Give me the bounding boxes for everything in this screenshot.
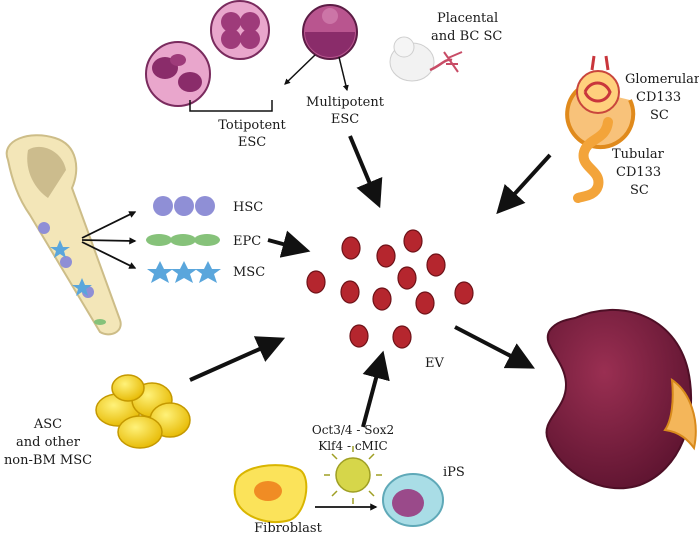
- hsc-cells: [153, 196, 215, 216]
- reprogramming-factors-label: Oct3/4 - Sox2: [312, 423, 394, 437]
- adipose-stem-cells-illustration: [95, 374, 191, 449]
- reprogramming-factors-label-line2: Klf4 - cMIC: [318, 439, 388, 453]
- msc-cells: [147, 261, 221, 283]
- fibroblast-illustration: [233, 464, 308, 523]
- embryo-morula-illustration: [210, 0, 270, 60]
- blastocyst-illustration: [302, 4, 358, 60]
- glomerulus-tubule-illustration: [565, 55, 636, 203]
- reprogramming-virus-illustration: [324, 446, 382, 504]
- bone-marrow-illustration: [5, 134, 122, 336]
- glomerular-label: Glomerular: [625, 72, 699, 87]
- placental-label-line2: and BC SC: [431, 29, 502, 44]
- arrow-tubular-to-ev: [496, 153, 552, 215]
- arrow-multipotent-to-ev: [348, 135, 383, 209]
- placental-label: Placental: [437, 11, 498, 26]
- arrow-bone-to-epc: [81, 237, 137, 245]
- hsc-label: HSC: [233, 200, 263, 215]
- arrow-blastocyst-to-multipotent: [338, 56, 349, 92]
- fibroblast-label: Fibroblast: [254, 521, 322, 536]
- multipotent-label: Multipotent: [306, 95, 385, 110]
- fetus-placenta-illustration: [389, 36, 463, 82]
- kidney-illustration: [545, 309, 697, 490]
- ips-label: iPS: [443, 465, 465, 480]
- epc-label: EPC: [233, 234, 261, 249]
- embryo-two-cell-illustration: [145, 41, 211, 107]
- extracellular-vesicles-cluster: [306, 229, 474, 349]
- tubular-label-line3: SC: [630, 183, 649, 198]
- totipotent-label: Totipotent: [218, 118, 286, 133]
- arrow-blastocyst-to-totipotent: [284, 54, 316, 85]
- arrow-ips-to-ev: [361, 350, 390, 428]
- msc-label: MSC: [233, 265, 265, 280]
- arrow-ev-to-kidney: [454, 325, 535, 369]
- totipotent-label-line2: ESC: [238, 135, 266, 150]
- arrow-bone-to-msc: [81, 241, 137, 269]
- asc-label: ASC: [33, 417, 62, 432]
- ips-cell-illustration: [382, 473, 444, 527]
- glomerular-label-line3: SC: [650, 108, 669, 123]
- asc-label-line2: and other: [16, 435, 81, 450]
- asc-label-line3: non-BM MSC: [4, 453, 92, 468]
- ev-label: EV: [425, 356, 444, 371]
- arrow-bone-to-hsc: [81, 211, 137, 239]
- totipotent-bracket: [189, 100, 273, 112]
- tubular-label-line2: CD133: [616, 165, 661, 180]
- arrow-asc-to-ev: [189, 336, 286, 382]
- tubular-label: Tubular: [612, 147, 665, 162]
- epc-cells: [146, 234, 220, 246]
- glomerular-label-line2: CD133: [636, 90, 681, 105]
- arrow-epc-to-ev: [267, 230, 311, 258]
- multipotent-label-line2: ESC: [331, 112, 359, 127]
